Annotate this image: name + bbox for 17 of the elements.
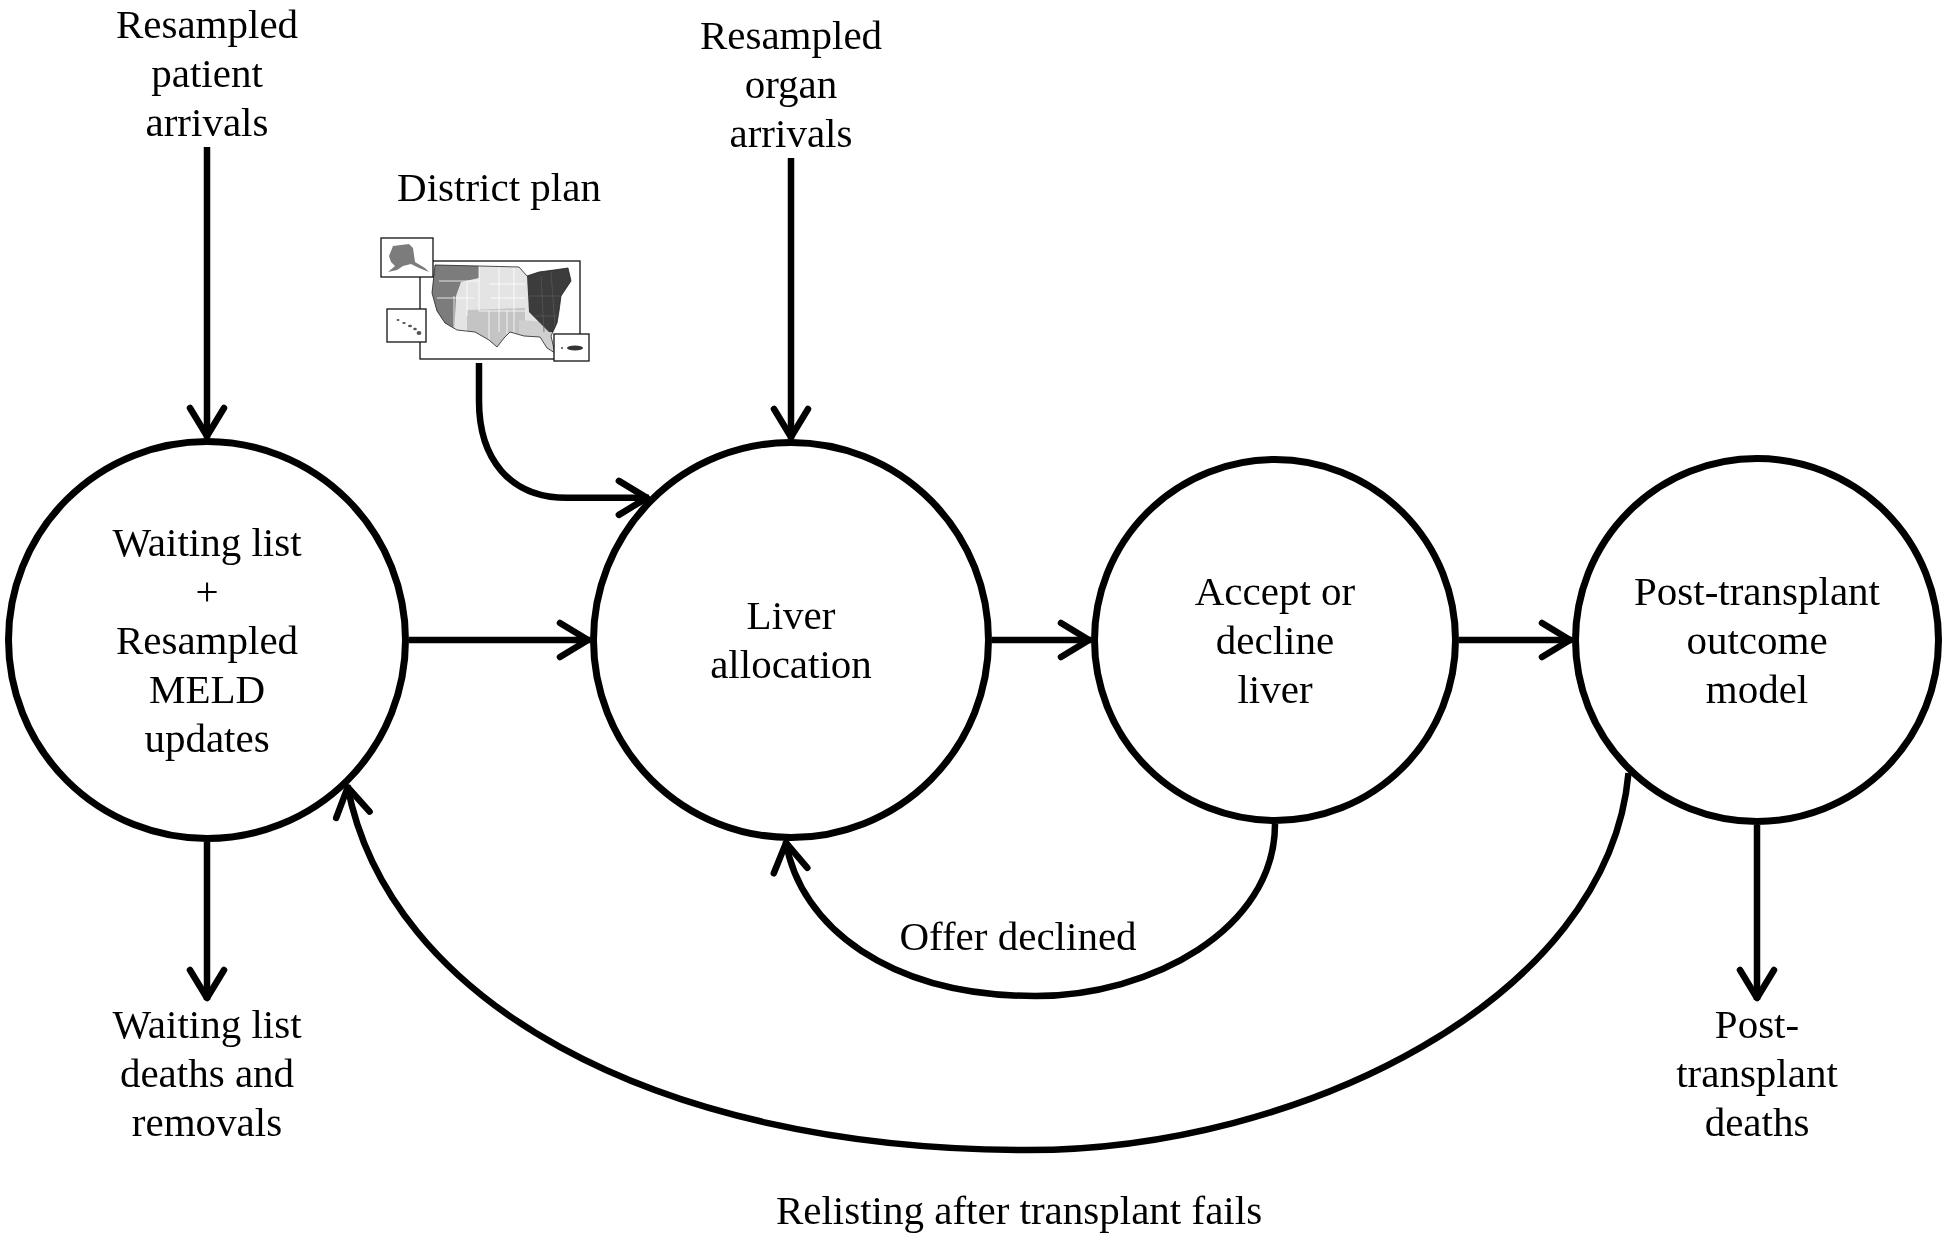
node-label: Liver allocation: [709, 591, 873, 689]
input-label: Resampled patient arrivals: [101, 0, 313, 147]
map-caption: District plan: [397, 163, 601, 212]
arrow: [475, 363, 651, 519]
process-circle: [1572, 455, 1942, 825]
node-label: Waiting list + Resampled MELD updates: [111, 517, 303, 763]
process-circle: [590, 439, 992, 841]
arrow: [772, 823, 1279, 1000]
input-label: Resampled organ arrivals: [685, 11, 897, 158]
outcome-label: Post-transplant deaths: [1667, 1000, 1847, 1147]
process-circle: [1091, 456, 1459, 824]
arrow: [335, 772, 1632, 1154]
node-label: Accept or decline liver: [1193, 566, 1357, 714]
process-circle: [5, 438, 409, 842]
us-district-map: [379, 236, 591, 363]
node-label: Post-transplant outcome model: [1633, 566, 1881, 714]
outcome-label: Waiting list deaths and removals: [101, 1000, 313, 1147]
